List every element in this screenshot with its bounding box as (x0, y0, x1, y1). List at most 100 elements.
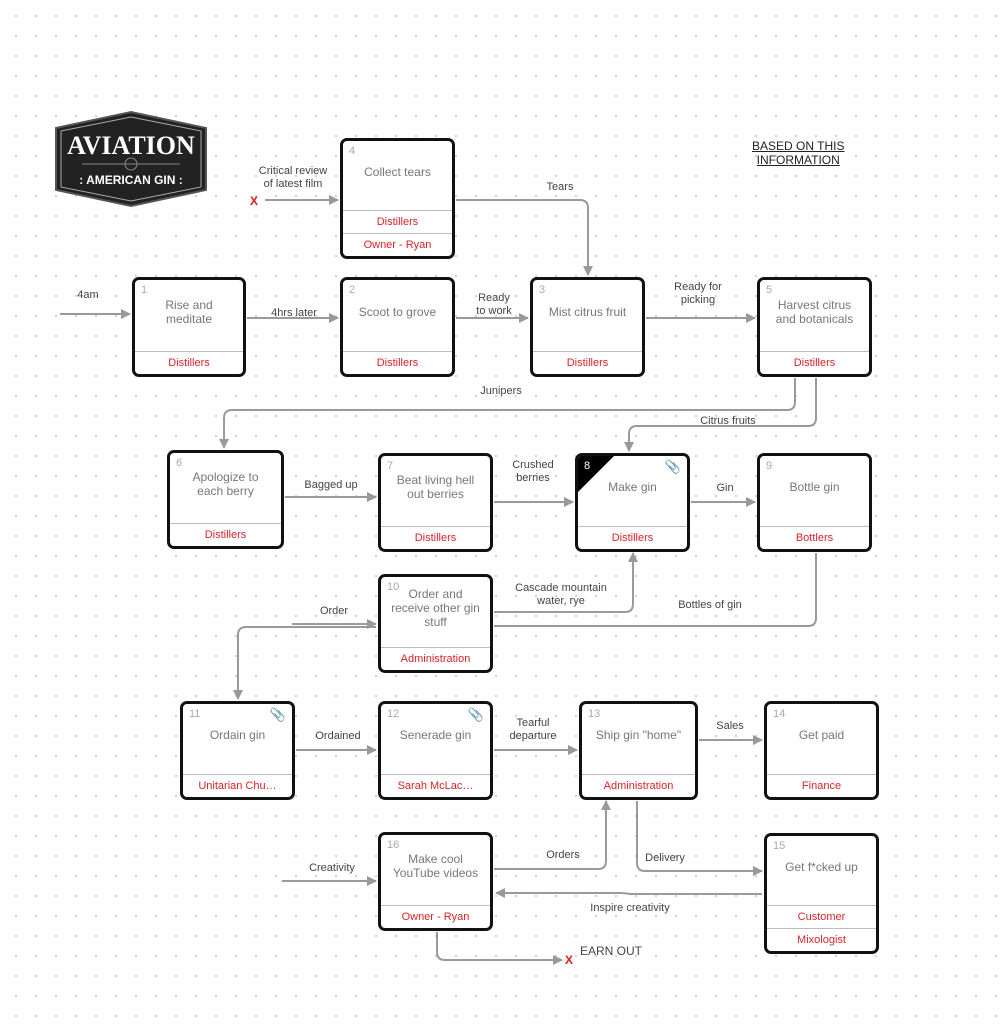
edge-label: Crushed berries (512, 459, 554, 484)
node-title: Beat living hell out berries (396, 473, 475, 501)
node-number: 8 (584, 460, 591, 472)
node-number: 1 (141, 284, 148, 296)
node-role: Owner - Ryan (381, 905, 490, 928)
edge-5-8 (624, 378, 817, 452)
node-role: Distillers (381, 526, 490, 549)
node-number: 11 (189, 708, 201, 720)
node-title: Ship gin "home" (595, 728, 682, 742)
edge-label: Bagged up (304, 479, 358, 491)
node-title: Apologize to each berry (192, 470, 259, 498)
svg-text:AVIATION: AVIATION (67, 131, 195, 160)
node-number: 2 (349, 284, 356, 296)
node-title: Rise and meditate (165, 297, 213, 326)
process-node-8[interactable]: 8📎Make gin Distillers (575, 453, 690, 552)
node-role: Distillers (343, 351, 452, 374)
edge-label: Ordained (315, 730, 361, 742)
svg-text:: AMERICAN GIN :: : AMERICAN GIN : (79, 173, 183, 187)
edge-4-3 (456, 199, 593, 276)
edge-label: Bottles of gin (678, 599, 742, 611)
node-number: 13 (588, 708, 601, 720)
node-role: Distillers (343, 210, 452, 233)
node-number: 12 (387, 708, 400, 720)
paperclip-icon[interactable]: 📎 (467, 707, 484, 722)
edge-label: Sales (716, 720, 744, 732)
edge-label: Ready for picking (674, 281, 722, 306)
edge-label: 4hrs later (271, 307, 317, 319)
paperclip-icon[interactable]: 📎 (269, 707, 286, 722)
node-number: 7 (387, 460, 394, 472)
edge-label: Inspire creativity (590, 902, 670, 914)
edge-label: EARN OUT (579, 944, 643, 958)
node-role: Sarah McLac… (381, 774, 490, 797)
edge-label: Orders (546, 849, 580, 861)
edge-label: Order (319, 605, 349, 617)
node-number: 16 (387, 839, 400, 851)
node-number: 4 (349, 145, 356, 157)
node-role: Administration (381, 647, 490, 670)
node-number: 15 (773, 840, 786, 852)
node-number: 5 (766, 284, 773, 296)
node-number: 3 (539, 284, 546, 296)
node-role: Administration (582, 774, 695, 797)
node-role: Owner - Ryan (343, 233, 452, 256)
x-mark: X (250, 194, 259, 208)
node-role: Distillers (578, 526, 687, 549)
edge-label: Gin (716, 482, 734, 494)
node-title: Get f*cked up (785, 859, 858, 874)
paperclip-icon[interactable]: 📎 (664, 459, 681, 474)
node-role: Customer (767, 905, 876, 928)
node-title: Collect tears (364, 164, 431, 179)
edge-earnout (436, 932, 563, 965)
edge-label: Tearful departure (509, 717, 557, 742)
node-number: 6 (176, 457, 183, 469)
node-title: Order and receive other gin stuff (391, 587, 480, 629)
node-role: Unitarian Chu… (183, 774, 292, 797)
node-title: Bottle gin (789, 480, 840, 494)
edge-label: Delivery (645, 852, 685, 864)
node-role: Distillers (135, 351, 243, 374)
process-node-12[interactable]: 12 📎 Senerade gin Sarah McLac… (378, 701, 493, 800)
node-title: Ordain gin (209, 728, 266, 742)
node-number: 10 (387, 581, 400, 593)
node-title: Mist citrus fruit (548, 304, 627, 319)
edge-label: Tears (546, 181, 574, 193)
edge-10-11 (233, 626, 376, 700)
aviation-gin-logo: AVIATION : AMERICAN GIN : (55, 110, 207, 208)
node-role: Distillers (760, 351, 869, 374)
node-title: Get paid (798, 728, 845, 742)
node-title: Senerade gin (399, 728, 472, 742)
edge-15-16 (495, 888, 762, 898)
node-role: Distillers (533, 351, 642, 374)
edge-16-13 (494, 800, 611, 870)
edge-label: Junipers (480, 385, 522, 397)
edge-label: Citrus fruits (700, 415, 756, 427)
selected-corner (578, 456, 614, 492)
edge-label: 4am (77, 289, 99, 301)
edge-label: Cascade mountain water, rye (515, 582, 607, 607)
edge-9-10 (494, 553, 817, 627)
node-role: Mixologist (767, 928, 876, 951)
node-number: 9 (766, 460, 773, 472)
node-role: Finance (767, 774, 876, 797)
process-node-11[interactable]: 11 📎Ordain gin Unitarian Chu… (180, 701, 295, 800)
node-role: Distillers (170, 523, 281, 546)
node-title: Make cool YouTube videos (392, 852, 479, 880)
edge-10-8 (494, 552, 638, 613)
x-mark: X (565, 953, 574, 967)
edge-label: Creativity (309, 862, 355, 874)
